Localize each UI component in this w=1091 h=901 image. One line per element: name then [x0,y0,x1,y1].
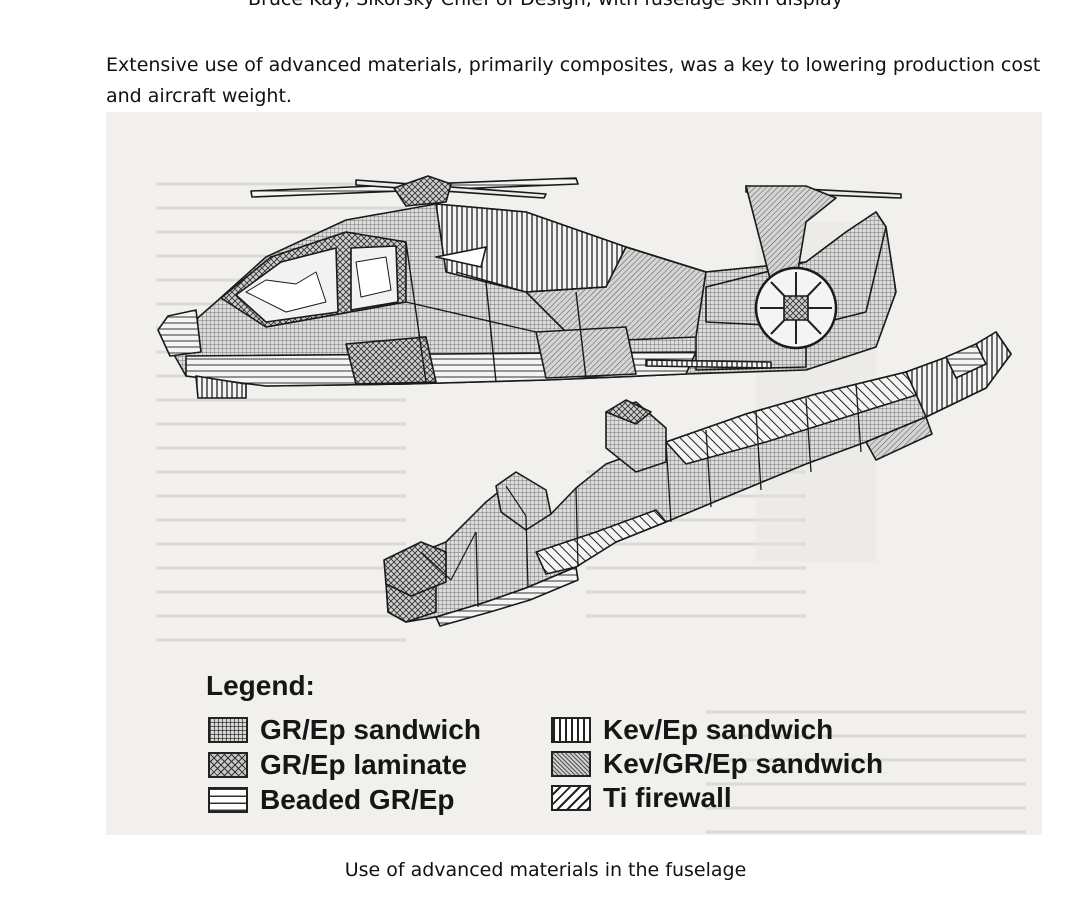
figure-caption: Use of advanced materials in the fuselag… [344,859,747,881]
legend-label: Ti firewall [603,782,732,813]
legend-label: Beaded GR/Ep [260,784,455,815]
helicopter-illustration [156,175,1026,834]
gr-ep-sandwich-swatch [208,717,248,743]
gr-ep-laminate-swatch [208,752,248,778]
legend-label: GR/Ep laminate [260,749,467,780]
legend-item-beaded-gr-ep: Beaded GR/Ep [208,784,454,816]
legend-item-gr-ep-laminate: GR/Ep laminate [208,749,467,781]
legend-item-kev-ep-sandwich: Kev/Ep sandwich [551,714,833,746]
legend-label: Kev/Ep sandwich [603,714,834,745]
legend-item-kev-gr-ep-sandwich: Kev/GR/Ep sandwich [551,748,883,780]
fan-blades [760,272,832,344]
helicopter-side-view [157,175,902,399]
fuselage-shell-view [383,331,1012,627]
legend-title: Legend: [206,670,315,701]
kev-gr-ep-sandwich-swatch [551,751,591,777]
legend-item-ti-firewall: Ti firewall [551,782,732,814]
legend-item-gr-ep-sandwich: GR/Ep sandwich [208,714,481,746]
top-caption: Bruce Kay, Sikorsky Chief of Design, wit… [0,0,1091,11]
beaded-gr-ep-swatch [208,787,248,813]
legend-label: Kev/GR/Ep sandwich [603,748,884,779]
ti-firewall-swatch [551,785,591,811]
kev-ep-sandwich-swatch [551,717,591,743]
materials-figure: Legend: GR/Ep sandwich GR/Ep laminate Be… [106,112,1042,835]
intro-paragraph: Extensive use of advanced materials, pri… [106,54,1041,107]
materials-legend: Legend: GR/Ep sandwich GR/Ep laminate Be… [206,670,926,820]
legend-label: GR/Ep sandwich [260,714,481,745]
